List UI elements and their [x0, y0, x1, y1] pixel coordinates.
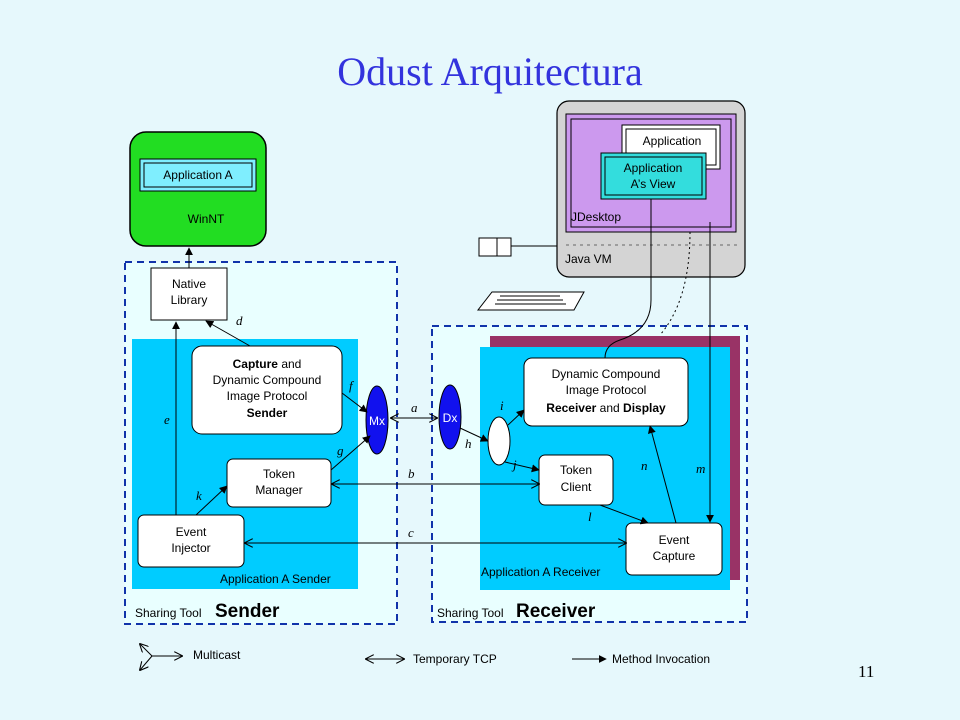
java-vm-label: Java VM [565, 252, 612, 266]
legend-tcp: Temporary TCP [413, 652, 497, 666]
winnt-os-label: WinNT [188, 212, 225, 226]
svg-text:n: n [641, 458, 648, 473]
legend-method: Method Invocation [612, 652, 710, 666]
svg-text:Library: Library [171, 293, 208, 307]
jvm-application-label: Application [643, 134, 702, 148]
winnt-app-label: Application A [163, 168, 232, 182]
svg-text:m: m [696, 461, 705, 476]
svg-text:Capture and: Capture and [233, 357, 302, 371]
sender-tool-small: Sharing Tool [135, 606, 202, 620]
svg-text:k: k [196, 488, 202, 503]
java-vm-monitor: Application Application A’s View JDeskto… [476, 100, 746, 311]
svg-text:Dynamic Compound: Dynamic Compound [213, 373, 322, 387]
svg-text:d: d [236, 313, 243, 328]
svg-text:f: f [349, 378, 355, 393]
event-capture-box: Event Capture [625, 522, 723, 576]
svg-text:Injector: Injector [171, 541, 210, 555]
svg-text:Dx: Dx [443, 411, 458, 425]
receiver-tool-big: Receiver [516, 601, 596, 622]
svg-text:c: c [408, 525, 414, 540]
svg-text:b: b [408, 466, 415, 481]
svg-text:l: l [588, 509, 592, 524]
connectors [172, 199, 714, 543]
dcip-receiver-box: Dynamic Compound Image Protocol Receiver… [523, 357, 689, 427]
native-library-box: Native Library [150, 267, 228, 321]
page-title: Odust Arquitectura [337, 49, 643, 94]
receiver-tool-small: Sharing Tool [437, 606, 504, 620]
token-client-box: Token Client [538, 454, 614, 506]
capture-sender-box: Capture and Dynamic Compound Image Proto… [191, 345, 343, 435]
svg-text:Image Protocol: Image Protocol [566, 383, 647, 397]
mx-node: Mx [365, 385, 389, 455]
app-view-label-1: Application [624, 161, 683, 175]
token-manager-box: Token Manager [226, 458, 332, 508]
svg-text:Mx: Mx [369, 414, 385, 428]
receiver-app-label: Application A Receiver [481, 565, 600, 579]
sender-tool-big: Sender [215, 601, 280, 622]
receiver-port-ellipse [487, 416, 511, 466]
app-view-label-2: A’s View [631, 177, 676, 191]
svg-text:Event: Event [176, 525, 207, 539]
svg-text:Receiver and Display: Receiver and Display [546, 401, 666, 415]
legend: Multicast Temporary TCP Method Invocatio… [140, 644, 710, 670]
jdesktop-label: JDesktop [571, 210, 621, 224]
dx-node: Dx [438, 384, 462, 450]
legend-multicast: Multicast [193, 648, 241, 662]
svg-text:Event: Event [659, 533, 690, 547]
arrow-labels: a b c d e f g h i j k l m n [164, 313, 705, 540]
sender-app-label: Application A Sender [220, 572, 331, 586]
svg-text:g: g [337, 443, 344, 458]
multicast-legend-icon [140, 644, 182, 670]
winnt-box: Application A WinNT [129, 131, 267, 247]
svg-text:Token: Token [560, 463, 592, 477]
svg-text:Image Protocol: Image Protocol [227, 389, 308, 403]
svg-text:Native: Native [172, 277, 206, 291]
svg-text:j: j [511, 457, 517, 472]
svg-text:i: i [500, 398, 504, 413]
svg-text:h: h [465, 436, 472, 451]
event-injector-box: Event Injector [137, 514, 245, 568]
svg-text:Client: Client [561, 480, 592, 494]
svg-text:Token: Token [263, 467, 295, 481]
svg-text:Manager: Manager [255, 483, 302, 497]
svg-text:a: a [411, 400, 418, 415]
svg-text:Capture: Capture [653, 549, 696, 563]
svg-text:Sender: Sender [247, 406, 288, 420]
svg-text:Dynamic Compound: Dynamic Compound [552, 367, 661, 381]
svg-text:e: e [164, 412, 170, 427]
page-number: 11 [858, 662, 875, 681]
